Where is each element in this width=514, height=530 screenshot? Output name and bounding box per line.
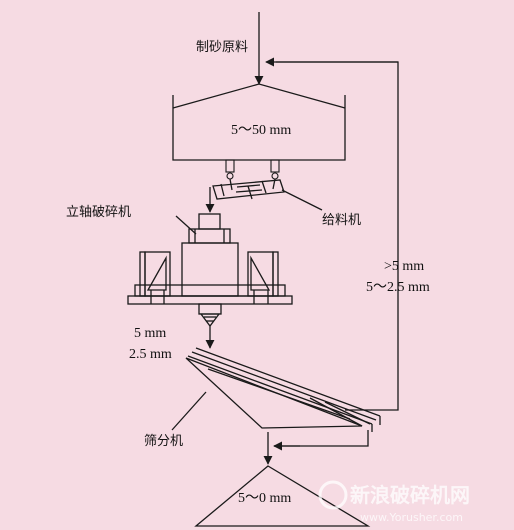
- watermark-url: www.Yorusher.com: [360, 511, 463, 524]
- label-screen-size-2: 2.5 mm: [129, 347, 172, 362]
- watermark: 新浪破碎机网 www.Yorusher.com: [318, 480, 470, 524]
- vertical-shaft-crusher: [127, 213, 293, 328]
- label-screen-size-1: 5 mm: [134, 326, 166, 341]
- feeder: [212, 178, 285, 200]
- hopper-outlets: [225, 159, 280, 180]
- label-return-size-1: >5 mm: [384, 259, 424, 274]
- screening-machine: [185, 347, 381, 432]
- label-crusher: 立轴破碎机: [66, 205, 131, 220]
- label-screen: 筛分机: [144, 434, 183, 449]
- label-raw-material: 制砂原料: [196, 40, 248, 55]
- label-product-size: 5～0 mm: [238, 491, 291, 506]
- fines-collector-line: [274, 430, 369, 447]
- watermark-text: 新浪破碎机网: [350, 483, 470, 507]
- hopper: [172, 83, 346, 161]
- screen-leader-line: [171, 391, 207, 431]
- return-loop: [276, 61, 399, 411]
- label-hopper-size: 5～50 mm: [231, 123, 291, 138]
- crusher-leader-line: [175, 215, 197, 235]
- feeder-leader-line: [281, 189, 323, 211]
- label-return-size-2: 5～2.5 mm: [366, 280, 430, 295]
- product-stockpile: [194, 465, 371, 527]
- label-feeder: 给料机: [322, 213, 361, 228]
- watermark-logo-icon: [318, 480, 348, 510]
